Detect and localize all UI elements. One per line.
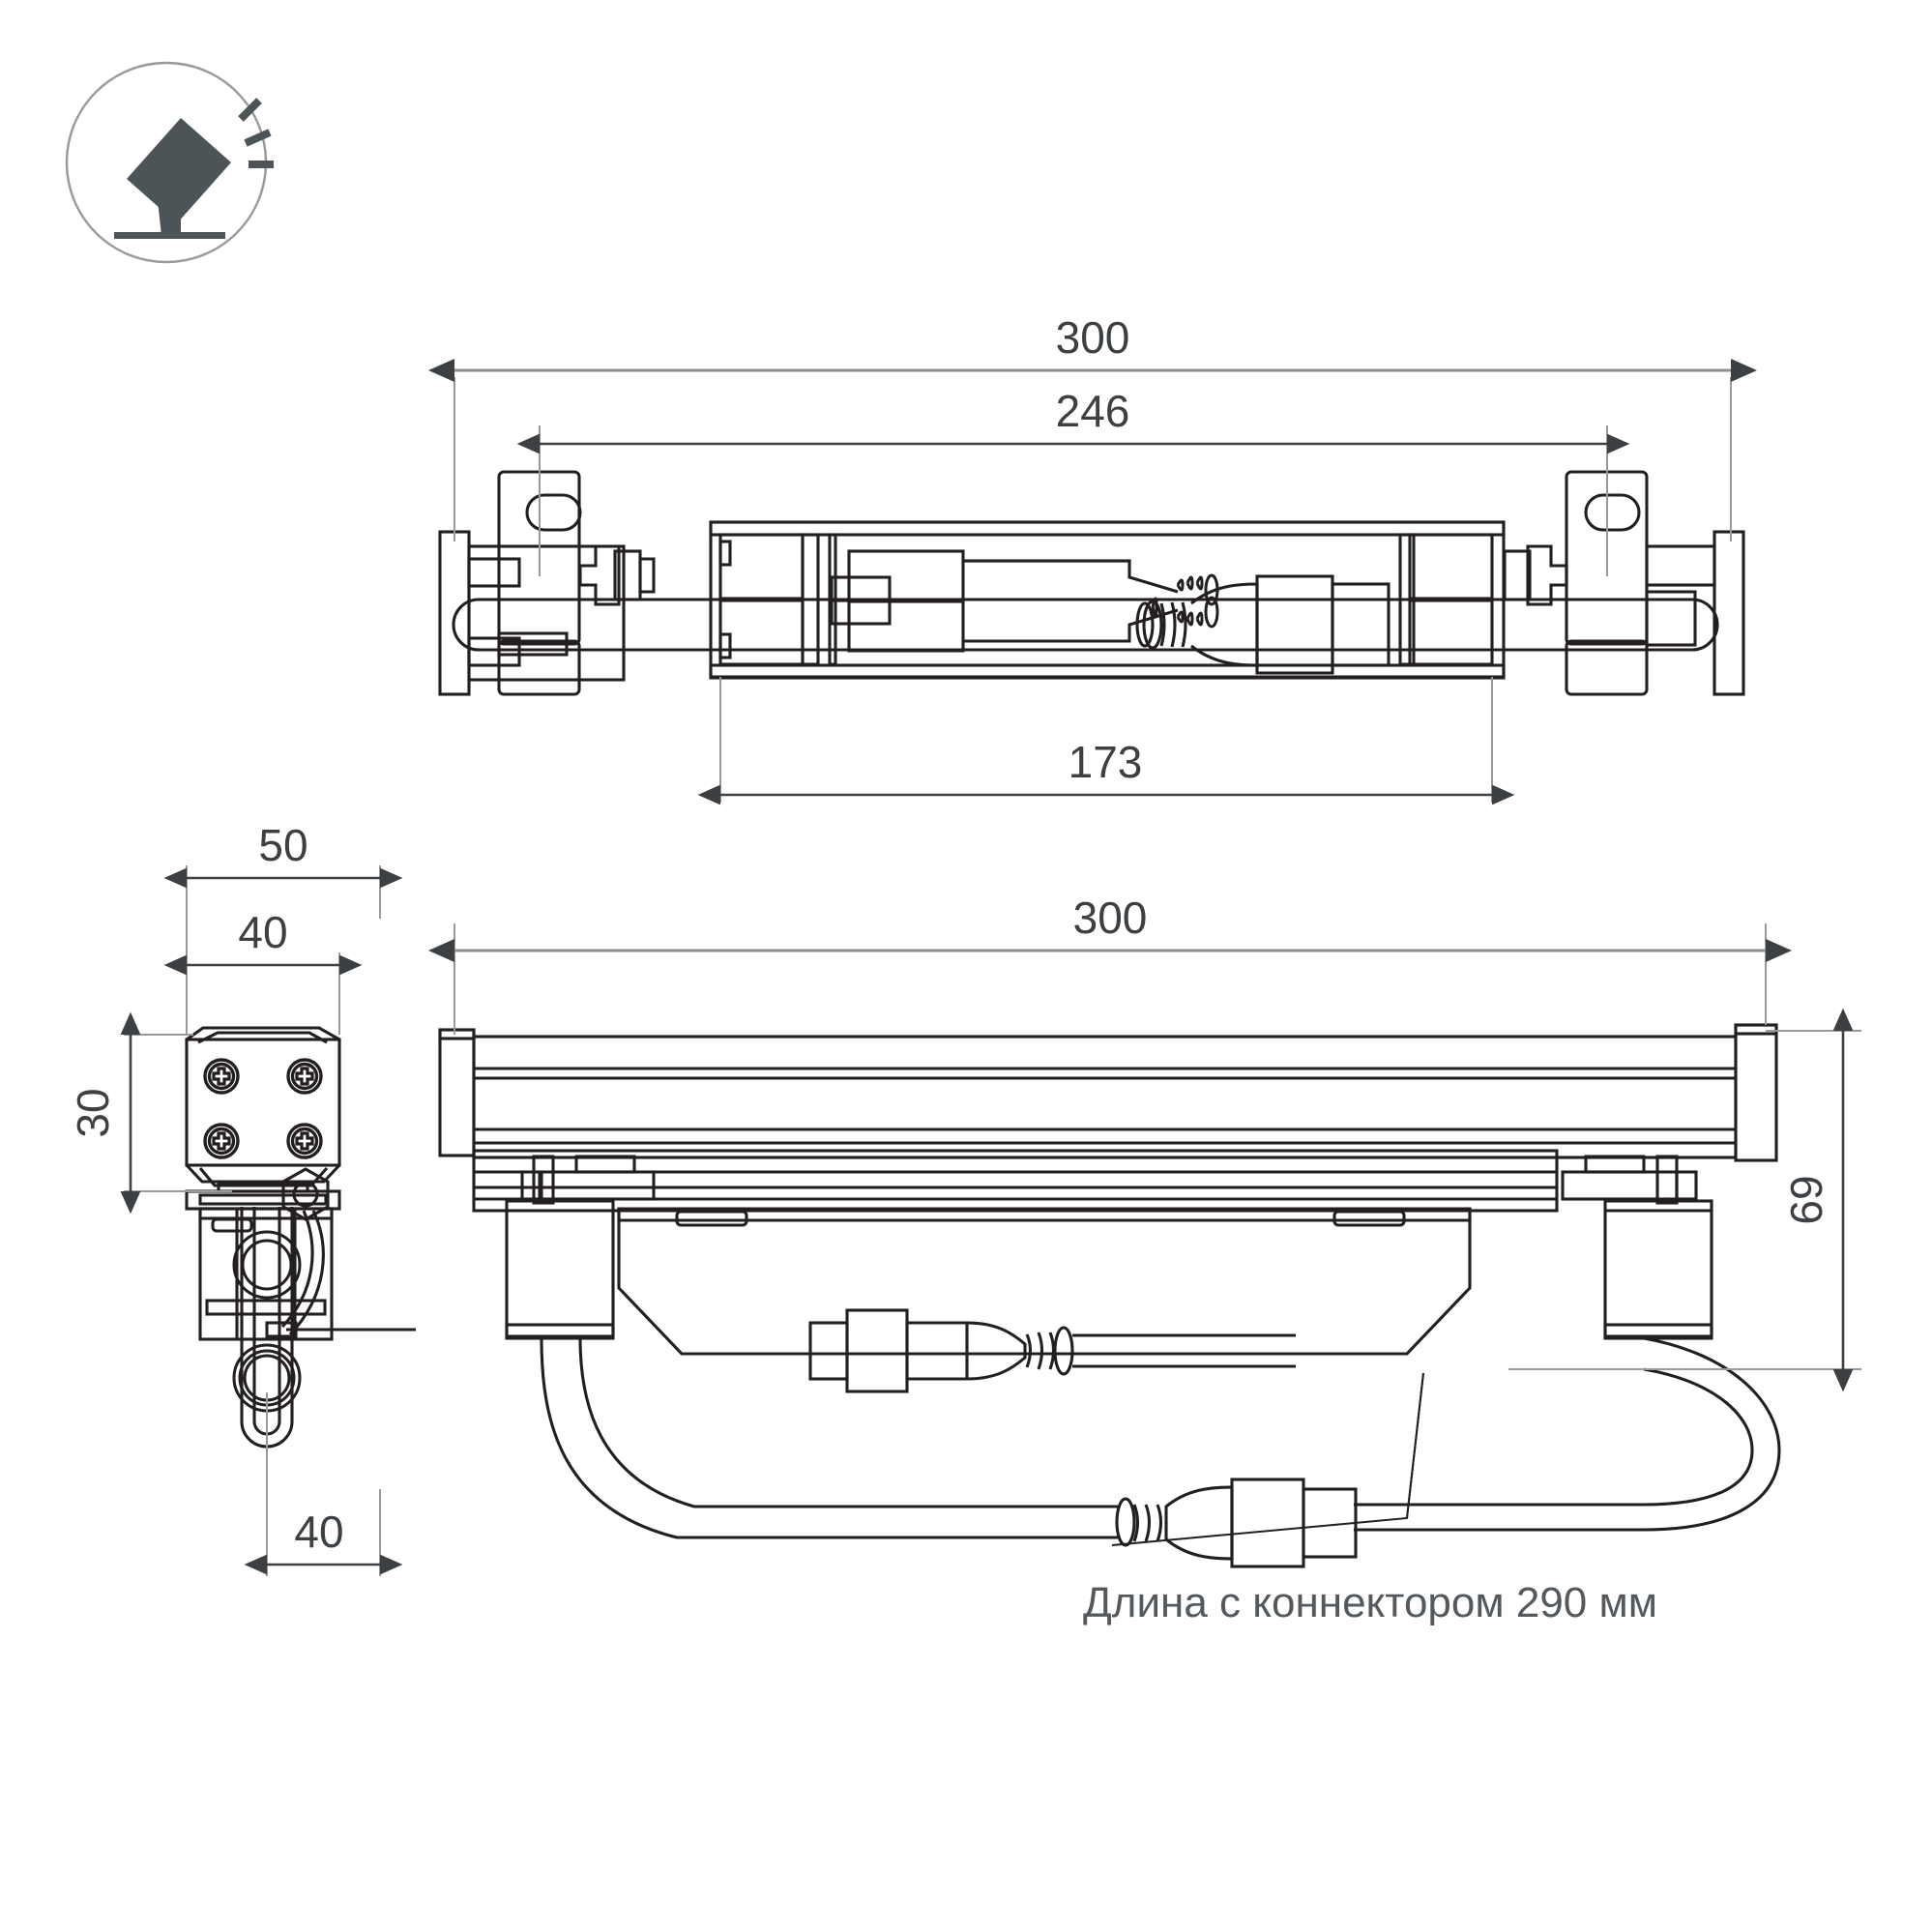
connector-front-lower [1093, 1478, 1358, 1568]
dim-label-top-246: 246 [1056, 386, 1130, 436]
side-view [185, 1026, 416, 1449]
dim-label-top-173: 173 [1068, 737, 1143, 787]
dim-label-front-69: 69 [1781, 1175, 1831, 1224]
dim-label-side-30: 30 [68, 1088, 118, 1137]
cable-connector-top [1142, 574, 1390, 675]
top-view-dimensions: 300 246 173 [428, 312, 1757, 805]
dim-label-side-40: 40 [238, 907, 287, 957]
spotlight-ground-stake-icon [65, 61, 274, 264]
side-view-dimensions: 50 40 30 40 [68, 820, 403, 1576]
dim-label-top-300: 300 [1056, 312, 1130, 363]
connector-length-note: Длина с коннектором 290 мм [1083, 1579, 1657, 1626]
front-view [438, 1023, 1781, 1568]
connector-top-view [1135, 597, 1158, 648]
dim-label-side-50: 50 [258, 820, 307, 870]
dim-label-front-300: 300 [1073, 893, 1148, 943]
dim-label-side-base-40: 40 [294, 1507, 343, 1557]
connector-front-upper [808, 1308, 1296, 1393]
front-view-dimensions: 300 69 [428, 893, 1861, 1392]
